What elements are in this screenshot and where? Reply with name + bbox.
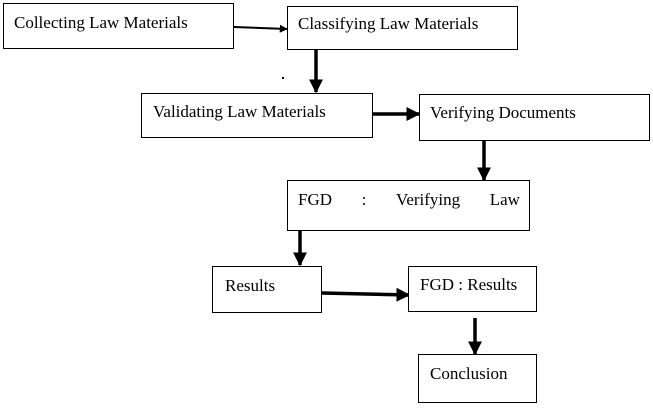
node-conclusion: Conclusion <box>418 354 537 403</box>
node-verifying-documents-label: Verifying Documents <box>430 103 576 122</box>
node-verifying-documents: Verifying Documents <box>419 94 650 141</box>
fgd-label-part4: Law <box>489 190 520 209</box>
node-classifying-label: Classifying Law Materials <box>298 14 479 33</box>
arrow-results-to-fgd-results <box>321 287 411 302</box>
arrow-collecting-to-classifying <box>233 24 288 33</box>
node-fgd-verifying-law-label: FGD : Verifying Law <box>298 190 520 210</box>
fgd-label-part1: FGD <box>298 190 333 209</box>
stray-mark <box>282 77 284 79</box>
node-collecting-label: Collecting Law Materials <box>14 13 188 32</box>
node-validating-law-materials: Validating Law Materials <box>141 93 373 138</box>
node-results-label: Results <box>225 276 276 295</box>
node-fgd-results-label: FGD : Results <box>420 275 518 294</box>
fgd-label-part2: : <box>361 190 367 209</box>
node-classifying-law-materials: Classifying Law Materials <box>287 6 518 50</box>
node-collecting-law-materials: Collecting Law Materials <box>3 3 234 49</box>
node-results: Results <box>212 266 322 313</box>
fgd-label-part3: Verifying <box>395 190 461 209</box>
node-fgd-verifying-law: FGD : Verifying Law <box>287 180 530 231</box>
node-fgd-results: FGD : Results <box>408 266 537 312</box>
node-validating-label: Validating Law Materials <box>153 102 326 121</box>
node-conclusion-label: Conclusion <box>430 364 508 383</box>
